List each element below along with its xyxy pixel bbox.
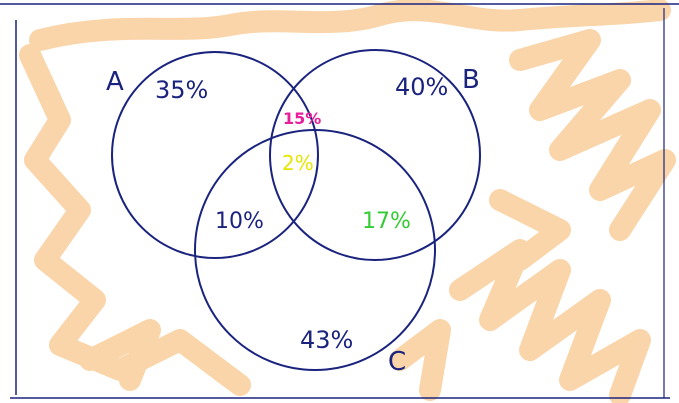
region-c-only: 43%: [300, 326, 353, 354]
set-label-b: B: [462, 65, 480, 95]
set-label-c: C: [388, 347, 406, 377]
region-ab-only: 15%: [283, 109, 321, 128]
region-bc-only: 17%: [362, 209, 411, 234]
circle-c: [194, 129, 436, 371]
region-b-only: 40%: [395, 73, 448, 101]
watermark-scribble: [19, 0, 676, 403]
region-ac-only: 10%: [215, 209, 264, 234]
set-label-a: A: [106, 67, 124, 97]
region-a-only: 35%: [155, 76, 208, 104]
circle-b: [269, 49, 481, 261]
circle-a: [111, 51, 319, 259]
region-abc: 2%: [282, 151, 314, 175]
